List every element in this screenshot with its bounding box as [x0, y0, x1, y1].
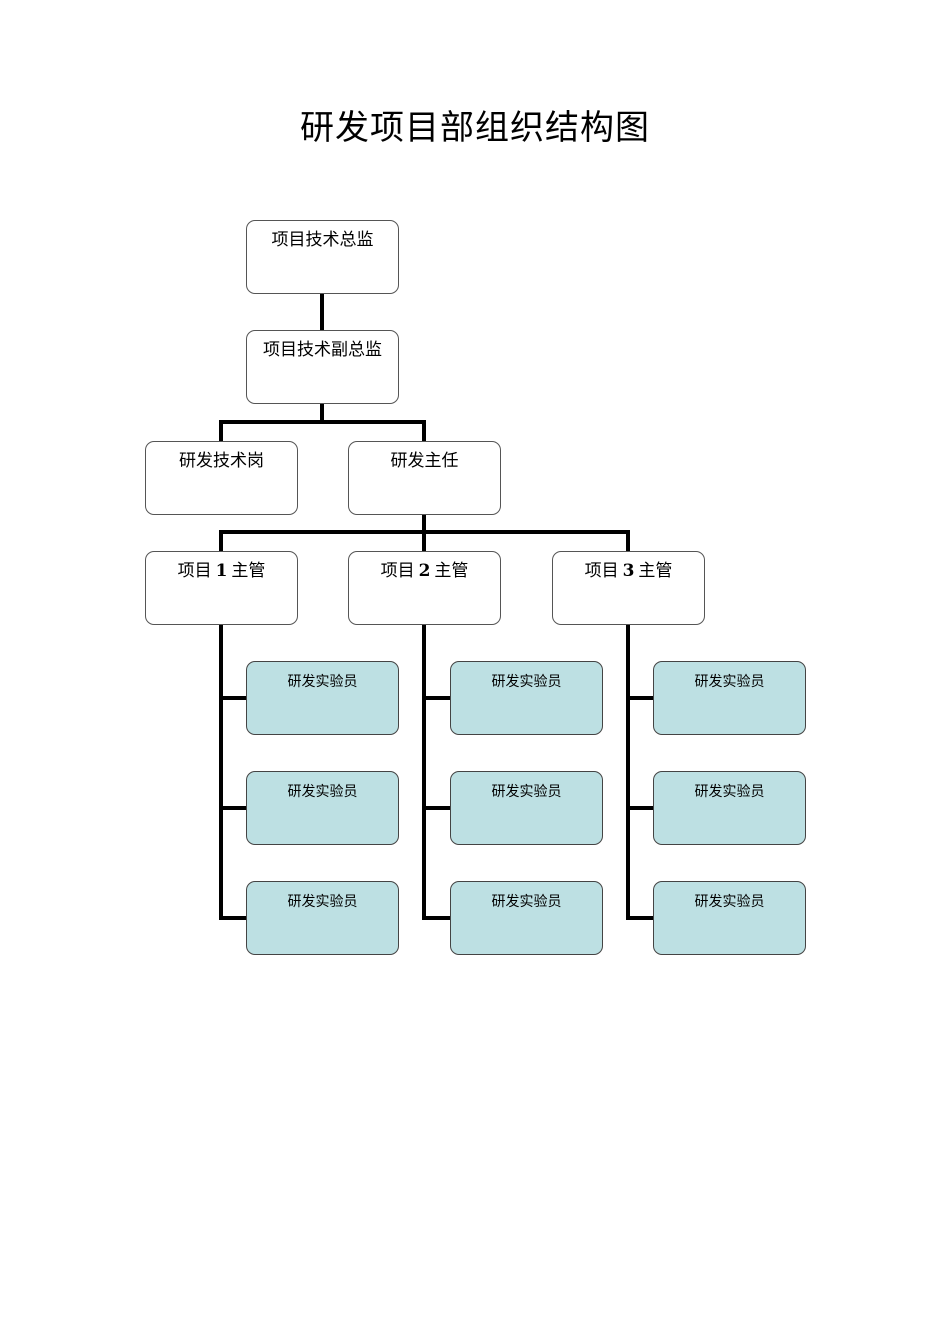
node-staff-1-2[interactable]: 研发实验员 [246, 771, 399, 845]
staff-label: 研发实验员 [694, 784, 765, 800]
manager-number: 2 [418, 561, 431, 581]
node-staff-3-3[interactable]: 研发实验员 [653, 881, 806, 955]
node-staff-3-1[interactable]: 研发实验员 [653, 661, 806, 735]
node-staff-3-2[interactable]: 研发实验员 [653, 771, 806, 845]
staff-label: 研发实验员 [491, 674, 562, 690]
node-staff-1-1[interactable]: 研发实验员 [246, 661, 399, 735]
node-staff-2-1[interactable]: 研发实验员 [450, 661, 603, 735]
manager-suffix: 主管 [434, 561, 469, 581]
node-staff-2-3[interactable]: 研发实验员 [450, 881, 603, 955]
manager-number: 3 [622, 561, 635, 581]
node-chief[interactable]: 项目技术总监 [246, 220, 399, 294]
manager-suffix: 主管 [231, 561, 266, 581]
manager-prefix: 项目 [380, 561, 415, 581]
node-director-label: 研发主任 [390, 451, 459, 471]
node-tech-post-label: 研发技术岗 [179, 451, 264, 471]
staff-label: 研发实验员 [694, 894, 765, 910]
node-deputy-label: 项目技术副总监 [263, 340, 382, 360]
node-staff-1-3[interactable]: 研发实验员 [246, 881, 399, 955]
node-tech-post[interactable]: 研发技术岗 [145, 441, 298, 515]
staff-label: 研发实验员 [491, 894, 562, 910]
staff-label: 研发实验员 [491, 784, 562, 800]
manager-prefix: 项目 [584, 561, 619, 581]
staff-label: 研发实验员 [287, 894, 358, 910]
node-chief-label: 项目技术总监 [271, 230, 374, 250]
manager-prefix: 项目 [177, 561, 212, 581]
staff-label: 研发实验员 [694, 674, 765, 690]
node-deputy[interactable]: 项目技术副总监 [246, 330, 399, 404]
node-director[interactable]: 研发主任 [348, 441, 501, 515]
manager-number: 1 [215, 561, 228, 581]
staff-label: 研发实验员 [287, 784, 358, 800]
page-title: 研发项目部组织结构图 [300, 108, 650, 148]
staff-label: 研发实验员 [287, 674, 358, 690]
node-staff-2-2[interactable]: 研发实验员 [450, 771, 603, 845]
manager-suffix: 主管 [638, 561, 673, 581]
